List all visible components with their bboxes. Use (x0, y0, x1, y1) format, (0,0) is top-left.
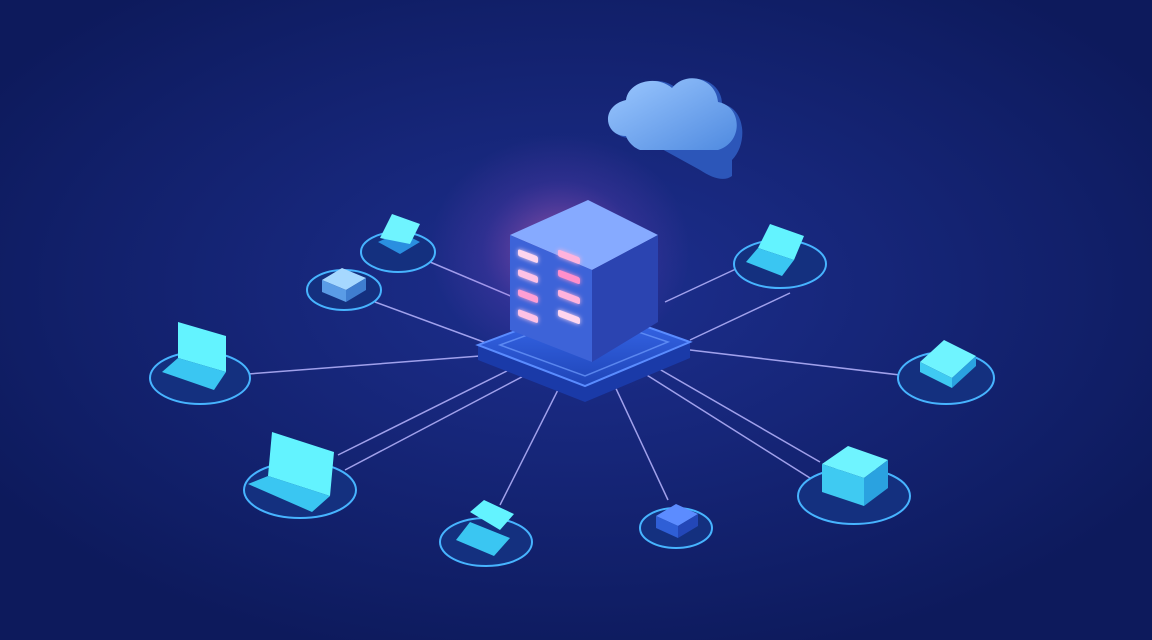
link-modem-left (374, 301, 501, 349)
server-rack-icon (510, 200, 658, 362)
router-icon (897, 340, 995, 405)
router-icon (360, 214, 436, 273)
cloud-icon (607, 78, 743, 179)
laptop-icon (243, 432, 357, 519)
link-switch-bottom-right-b (641, 371, 811, 479)
network-switch-icon (797, 446, 911, 525)
laptop-icon (149, 322, 251, 405)
network-box-icon (306, 268, 382, 311)
laptop-icon (733, 224, 827, 289)
network-box-icon (639, 504, 713, 549)
laptop-icon (439, 500, 533, 567)
link-laptop-bottom-left-b (344, 369, 536, 471)
link-router-right (689, 349, 901, 376)
link-laptop-left (247, 355, 481, 375)
devices (149, 214, 995, 567)
link-switch-bottom-right-a (634, 354, 821, 463)
server-leds (518, 249, 580, 325)
link-laptop-top-right-b (689, 292, 791, 341)
